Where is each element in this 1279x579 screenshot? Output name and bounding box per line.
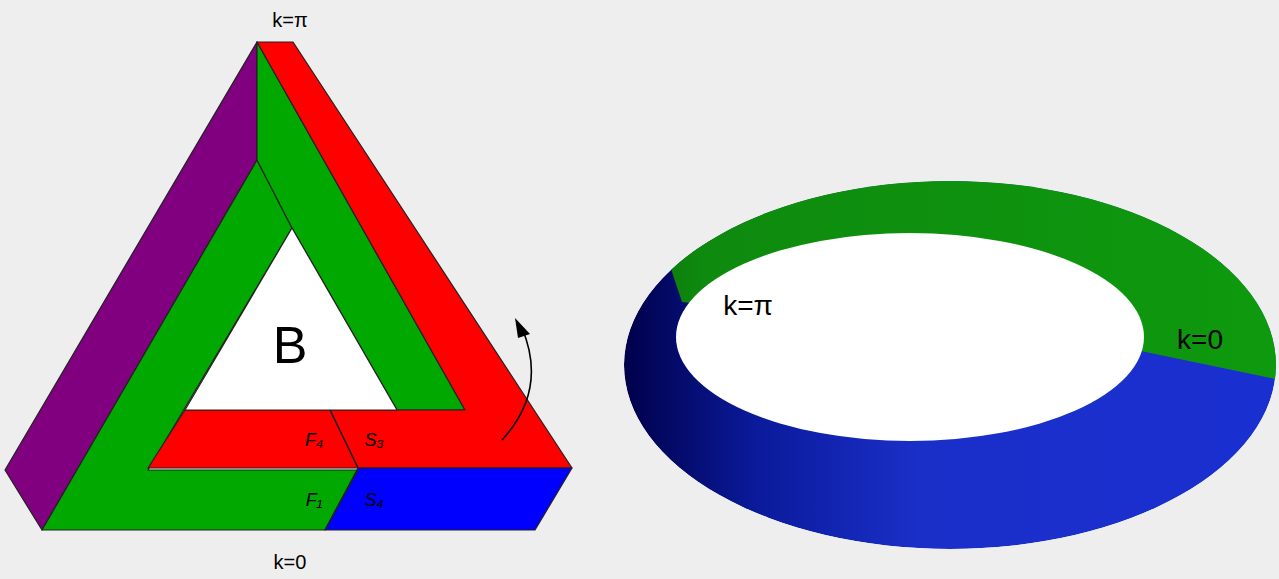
vertex-label: k=π: [272, 10, 307, 30]
face-label: F₄: [305, 431, 323, 449]
penrose-triangle: [5, 42, 572, 530]
arrow-head: [515, 318, 530, 338]
face-label: S₄: [364, 491, 383, 509]
region-label: B: [273, 319, 308, 371]
strip-label: k=0: [1177, 326, 1223, 354]
vertex-label: k=0: [274, 552, 307, 572]
strip-hole: [676, 233, 1144, 441]
strip-label: k=π: [723, 292, 773, 320]
divider: [325, 470, 358, 530]
blue-face: [325, 468, 572, 530]
face-label: F₁: [306, 491, 323, 509]
inner-hole: [185, 228, 397, 410]
face-label: S₃: [364, 431, 383, 449]
red-face: [148, 410, 358, 468]
moebius-strip: [600, 100, 1279, 549]
divider: [330, 410, 358, 468]
rotation-arrow: [502, 328, 531, 440]
